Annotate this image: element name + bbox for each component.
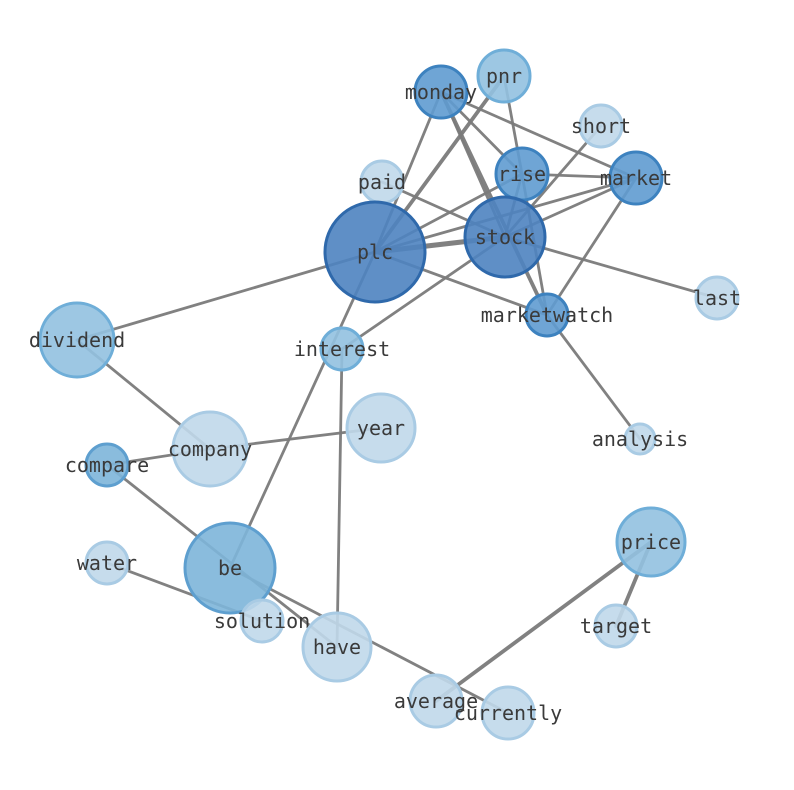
- node-average: average: [394, 673, 478, 729]
- nodes-layer: monday pnr short rise market paid plc stock last…: [29, 48, 741, 741]
- edge-interest-have: [335, 347, 344, 649]
- node-circle-average: [408, 673, 464, 729]
- node-solution: solution: [214, 598, 310, 644]
- edge-monday-market: [439, 90, 638, 180]
- node-short: short: [571, 103, 631, 149]
- node-label-last: last: [693, 286, 741, 310]
- node-circle-last: [694, 275, 740, 321]
- node-circle-be: [183, 521, 277, 615]
- node-label-monday: monday: [405, 80, 477, 104]
- node-circle-company: [171, 410, 249, 488]
- node-circle-short: [578, 103, 624, 149]
- node-circle-interest: [319, 326, 365, 372]
- node-target: target: [580, 603, 652, 649]
- node-label-year: year: [357, 416, 405, 440]
- node-circle-target: [593, 603, 639, 649]
- node-analysis: analysis: [592, 422, 688, 456]
- node-company: company: [168, 410, 252, 488]
- node-pnr: pnr: [476, 48, 532, 104]
- node-compare: compare: [65, 442, 149, 488]
- node-label-compare: compare: [65, 453, 149, 477]
- node-label-interest: interest: [294, 337, 390, 361]
- node-price: price: [615, 506, 687, 578]
- edge-marketwatch-analysis: [545, 313, 642, 441]
- node-circle-monday: [413, 64, 469, 120]
- node-rise: rise: [494, 146, 550, 202]
- node-label-solution: solution: [214, 609, 310, 633]
- node-circle-plc: [323, 200, 427, 304]
- node-circle-stock: [463, 195, 547, 279]
- node-circle-currently: [480, 685, 536, 741]
- node-circle-price: [615, 506, 687, 578]
- edge-plc-be: [228, 250, 377, 570]
- node-label-company: company: [168, 437, 252, 461]
- node-currently: currently: [454, 685, 562, 741]
- node-plc: plc: [323, 200, 427, 304]
- node-label-be: be: [218, 556, 242, 580]
- node-circle-pnr: [476, 48, 532, 104]
- node-water: water: [77, 540, 137, 586]
- node-circle-solution: [239, 598, 285, 644]
- edge-price-average: [434, 540, 653, 703]
- node-label-price: price: [621, 530, 681, 554]
- node-label-short: short: [571, 114, 631, 138]
- node-circle-analysis: [623, 422, 657, 456]
- node-label-dividend: dividend: [29, 328, 125, 352]
- node-circle-marketwatch: [524, 292, 570, 338]
- node-circle-have: [301, 611, 373, 683]
- node-label-average: average: [394, 689, 478, 713]
- node-circle-year: [345, 392, 417, 464]
- node-circle-market: [608, 150, 664, 206]
- node-have: have: [301, 611, 373, 683]
- node-label-water: water: [77, 551, 137, 575]
- node-be: be: [183, 521, 277, 615]
- node-label-currently: currently: [454, 701, 562, 725]
- node-paid: paid: [358, 159, 406, 205]
- edge-plc-dividend: [75, 250, 377, 342]
- node-year: year: [345, 392, 417, 464]
- node-label-stock: stock: [475, 225, 535, 249]
- node-circle-compare: [84, 442, 130, 488]
- node-label-rise: rise: [498, 162, 546, 186]
- node-monday: monday: [405, 64, 477, 120]
- node-stock: stock: [463, 195, 547, 279]
- node-last: last: [693, 275, 741, 321]
- node-label-pnr: pnr: [486, 64, 522, 88]
- node-dividend: dividend: [29, 301, 125, 379]
- node-interest: interest: [294, 326, 390, 372]
- node-circle-water: [84, 540, 130, 586]
- node-market: market: [600, 150, 672, 206]
- node-marketwatch: marketwatch: [481, 292, 613, 338]
- node-label-market: market: [600, 166, 672, 190]
- node-label-target: target: [580, 614, 652, 638]
- node-label-have: have: [313, 635, 361, 659]
- node-label-marketwatch: marketwatch: [481, 303, 613, 327]
- node-label-analysis: analysis: [592, 427, 688, 451]
- node-circle-dividend: [38, 301, 116, 379]
- node-label-paid: paid: [358, 170, 406, 194]
- node-label-plc: plc: [357, 240, 393, 264]
